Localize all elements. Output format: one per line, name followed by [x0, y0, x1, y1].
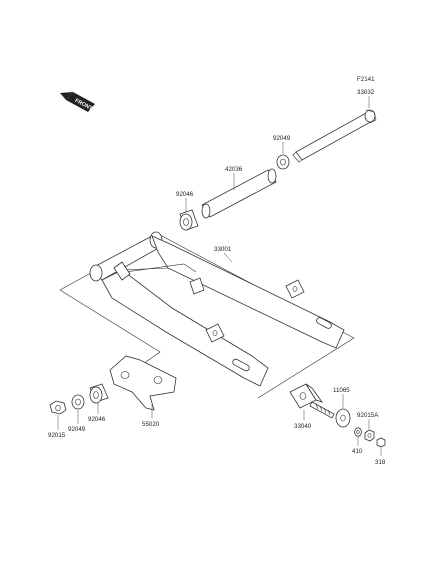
bearing-upper [179, 209, 199, 231]
seal-lower [71, 394, 85, 410]
chain-adjuster-block [289, 383, 335, 419]
part-label-92046-upper: 92046 [176, 191, 194, 198]
part-label-33032: 33032 [357, 89, 375, 96]
chain-guide [109, 355, 177, 411]
axle-nut-a [364, 429, 375, 442]
part-label-92049-upper: 92049 [273, 135, 291, 142]
pivot-nut [49, 400, 67, 415]
seal-upper [276, 154, 290, 170]
washer-410 [354, 427, 362, 437]
part-label-42036: 42036 [225, 166, 243, 173]
part-label-33001: 33001 [214, 246, 232, 253]
figure-code: F2141 [357, 76, 375, 83]
part-label-11065: 11065 [333, 387, 350, 394]
pivot-shaft [292, 109, 377, 163]
part-label-92049-lower: 92049 [68, 426, 86, 433]
part-label-410: 410 [352, 448, 363, 455]
part-label-92015A: 92015A [357, 412, 379, 419]
bearing-lower [89, 383, 109, 404]
part-label-92015: 92015 [48, 432, 66, 439]
part-label-33040: 33040 [294, 423, 312, 430]
nut-318 [376, 437, 386, 448]
front-direction-icon: FRONT [60, 92, 95, 112]
chain-adjuster-plate [335, 408, 351, 428]
part-label-92046-lower: 92046 [88, 416, 106, 423]
pivot-sleeve [201, 168, 277, 219]
swingarm [59, 231, 355, 399]
part-label-318: 318 [375, 459, 386, 466]
part-label-55020: 55020 [142, 421, 160, 428]
